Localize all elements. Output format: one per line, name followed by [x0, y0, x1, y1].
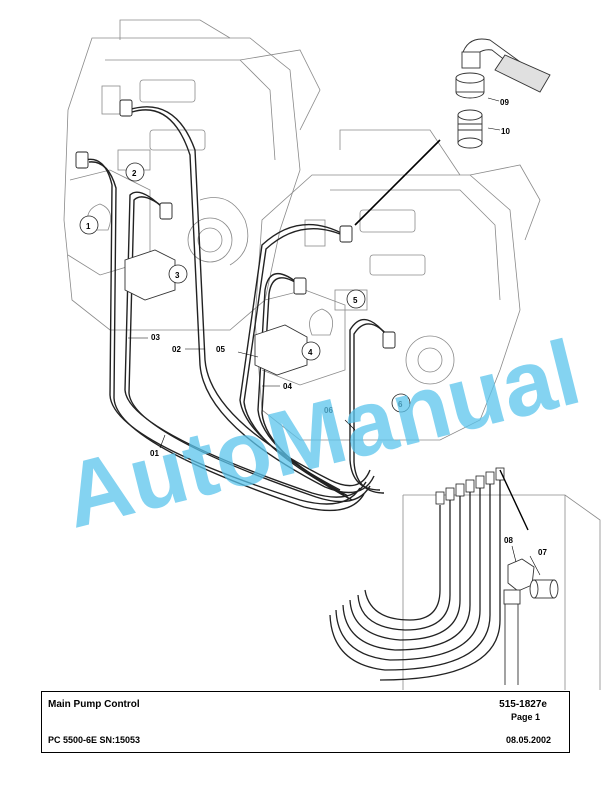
pump-housing-right	[254, 129, 541, 441]
callout-06: 06	[324, 406, 333, 415]
pump-bodies	[124, 249, 308, 376]
callout-07: 07	[538, 548, 547, 557]
callout-02: 02	[172, 345, 181, 354]
control-lines	[84, 106, 395, 512]
pump-number-5: 5	[353, 296, 358, 305]
callout-leaders	[128, 97, 541, 576]
hose-elbow-top	[461, 38, 551, 93]
fitting-09	[455, 72, 485, 99]
adapter-07	[529, 579, 559, 599]
title-block: Main Pump Control 515-1827e Page 1 PC 55…	[41, 691, 570, 753]
elbow-08	[503, 558, 535, 685]
bundle-fittings	[435, 467, 505, 505]
parts-diagram: 1 2 3 4 5 6	[54, 19, 601, 690]
leader-08-line	[499, 469, 529, 531]
document-number: 515-1827e	[499, 699, 547, 710]
leader-10	[354, 139, 441, 226]
fitting-10	[457, 109, 483, 149]
watermark: AutoManual	[54, 321, 589, 547]
pump-number-labels: 1 2 3 4 5 6	[79, 162, 411, 413]
machine-model: PC 5500-6E SN:15053	[48, 735, 141, 745]
document-title: Main Pump Control	[48, 699, 140, 710]
housing-lower	[402, 494, 601, 690]
callout-10: 10	[501, 127, 510, 136]
pump-number-4: 4	[308, 348, 313, 357]
callout-03: 03	[151, 333, 160, 342]
callout-04: 04	[283, 382, 292, 391]
pump-number-1: 1	[86, 222, 91, 231]
callout-09: 09	[500, 98, 509, 107]
document-date: 08.05.2002	[505, 735, 551, 745]
pump-number-3: 3	[175, 271, 180, 280]
callout-08: 08	[504, 536, 513, 545]
hose-bundle-lower	[329, 475, 501, 681]
pump-number-2: 2	[132, 169, 137, 178]
pump-housing-left	[63, 19, 321, 331]
callout-05: 05	[216, 345, 225, 354]
callout-01: 01	[150, 449, 159, 458]
page-number: Page 1	[510, 712, 540, 722]
pump-number-6: 6	[398, 400, 403, 409]
fittings	[75, 99, 396, 349]
